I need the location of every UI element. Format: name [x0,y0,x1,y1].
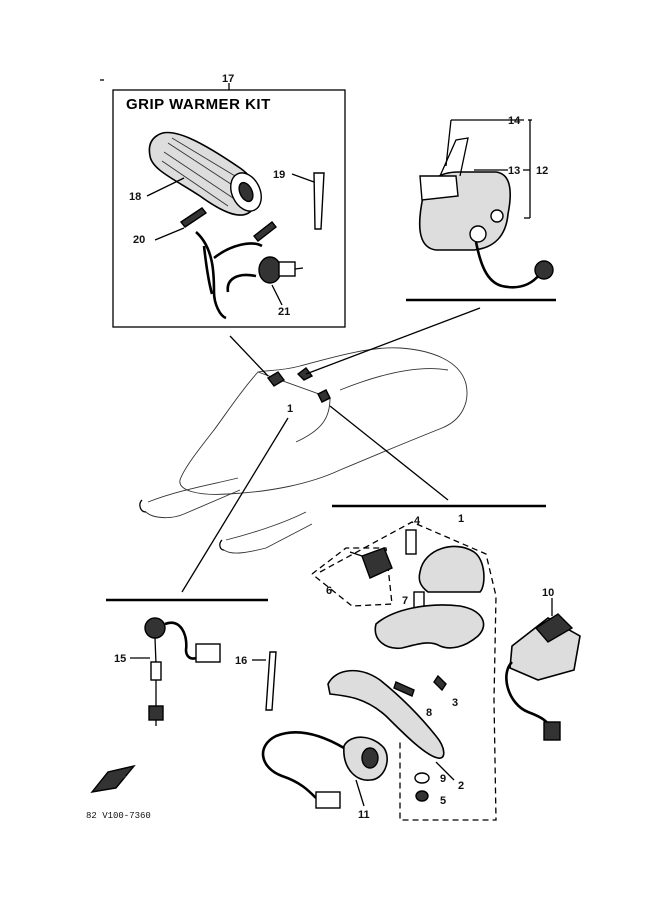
kit-title: GRIP WARMER KIT [126,96,271,113]
lever-bracket [374,604,485,649]
callout-6: 6 [326,585,332,597]
part-3: 3 [433,674,458,709]
callout-1: 1 [287,403,293,415]
callout-16: 16 [235,655,247,667]
switch-11: 11 [261,731,388,821]
switch-21: 21 [258,256,304,318]
callout-9: 9 [440,773,446,785]
callout-1b: 1 [458,513,464,525]
part-2: 2 [435,761,464,792]
lever-assembly-group: 1 4 6 7 8 3 [261,504,581,821]
lever-cover [418,545,485,593]
callout-21: 21 [278,306,290,318]
wire-harness [195,231,263,320]
nut-5: 5 [415,790,446,807]
callout-13: 13 [508,165,520,177]
grip-heater-18: 18 [129,131,262,216]
brake-lever [327,669,445,759]
callout-12: 12 [536,165,548,177]
screws-20: 20 [133,207,277,246]
callout-11: 11 [358,809,370,821]
callout-18: 18 [129,191,141,203]
diagram-code: 82 V100-7360 [86,811,151,821]
sensor-15: 15 [114,617,221,726]
callout-2: 2 [458,780,464,792]
callout-4: 4 [414,515,421,527]
cable-tie-19: 19 [273,169,325,230]
bolt-8: 8 [393,681,432,719]
direction-arrow-icon [90,764,136,793]
screw-4: 4 [405,515,421,555]
washer-9: 9 [414,772,446,785]
grip-warmer-kit-panel: GRIP WARMER KIT 17 18 19 20 [100,73,346,328]
block-6: 6 [326,547,393,597]
callout-8: 8 [426,707,432,719]
relay-10: 10 [505,587,581,741]
callout-7: 7 [402,595,408,607]
callout-17: 17 [222,73,234,85]
callout-14: 14 [508,115,521,127]
callout-5: 5 [440,795,446,807]
left-connector-group: 15 16 [106,598,277,726]
snowmobile-outline: 1 [139,307,481,593]
callout-20: 20 [133,234,145,246]
cable-tie-16: 16 [235,651,277,711]
callout-3: 3 [452,697,458,709]
callout-10: 10 [542,587,554,599]
control-box-assembly: 14 13 12 [406,115,556,302]
callout-19: 19 [273,169,285,181]
callout-15: 15 [114,653,126,665]
assembly-dash-frame [319,521,497,821]
